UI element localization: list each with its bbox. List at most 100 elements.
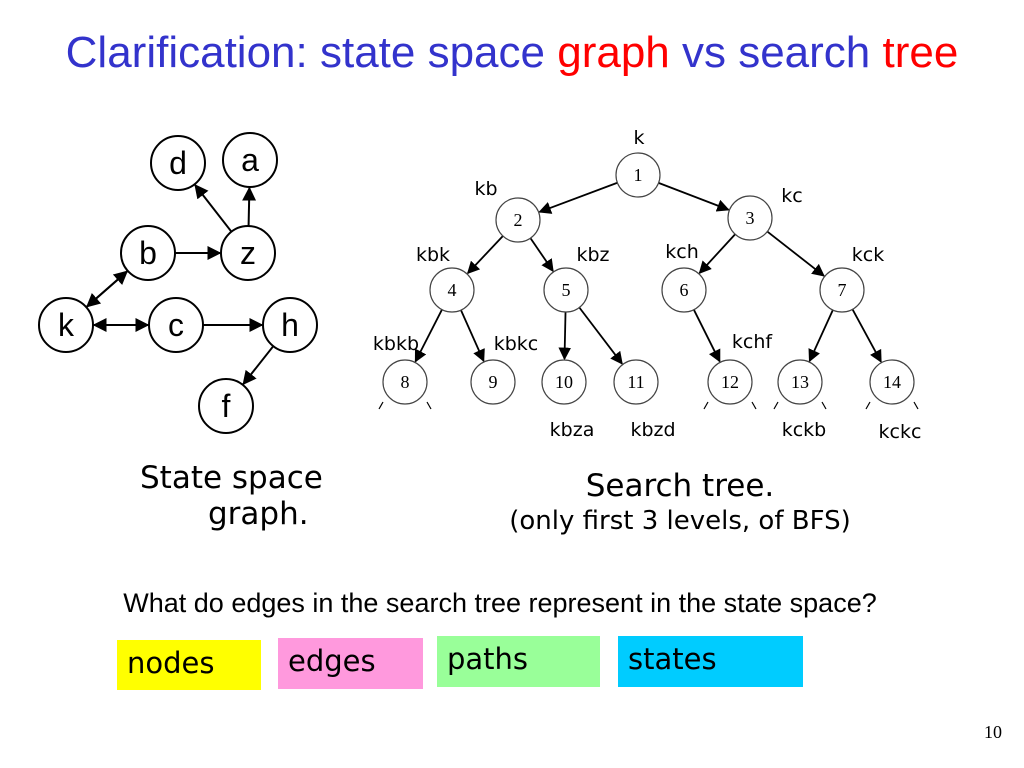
tree-node-path-label: kc — [781, 185, 802, 207]
tree-node-path-label: kck — [852, 244, 884, 266]
tree-node-9: 9 kbkc — [470, 333, 539, 405]
option-paths[interactable]: paths — [437, 636, 600, 687]
tree-edge-7-14 — [851, 308, 882, 363]
tree-node-path-label: kbz — [576, 244, 609, 266]
graph-caption: State space graph. — [140, 460, 323, 532]
graph-edge-h-f — [242, 345, 275, 386]
tree-node-number: 14 — [883, 372, 901, 392]
tree-edge-2-5 — [529, 237, 554, 273]
graph-node-label: z — [240, 235, 256, 271]
tree-edge-4-8 — [414, 309, 443, 363]
tree-node-circle — [429, 267, 475, 313]
graph-node-circle — [38, 297, 94, 353]
tree-node-8: 8 kbkb — [373, 333, 428, 405]
tree-node-path-label: kbkb — [373, 333, 419, 355]
graph-node-h: h — [262, 297, 318, 353]
graph-caption-line1: State space — [140, 460, 323, 496]
tree-node-path-label: kch — [665, 241, 699, 263]
tree-node-circle — [470, 359, 516, 405]
tree-edge-1-3 — [658, 182, 730, 212]
title-part-2: vs search — [669, 28, 883, 77]
option-states[interactable]: states — [618, 636, 803, 687]
graph-edge-k-b — [85, 270, 129, 308]
page-number: 10 — [984, 722, 1002, 742]
tree-stub — [378, 401, 384, 410]
option-nodes[interactable]: nodes — [117, 640, 261, 690]
state-space-graph: d a b z k c h f — [38, 132, 318, 434]
tree-node-path-label: kckb — [782, 419, 827, 441]
tree-node-path-label: kbza — [550, 419, 595, 441]
graph-node-c: c — [148, 297, 204, 353]
graph-node-label: c — [168, 307, 184, 343]
tree-node-path-label: kb — [474, 178, 497, 200]
tree-node-13: 13 kckb — [777, 359, 827, 441]
tree-node-circle — [382, 359, 428, 405]
tree-node-circle — [661, 267, 707, 313]
graph-node-label: a — [241, 142, 259, 178]
tree-edge-5-10 — [558, 311, 572, 361]
graph-node-d: d — [150, 135, 206, 191]
graph-node-circle — [222, 132, 278, 188]
tree-node-circle — [819, 267, 865, 313]
tree-node-number: 11 — [627, 372, 644, 392]
tree-stub — [865, 401, 871, 410]
tree-edge-1-2 — [538, 181, 618, 214]
graph-node-label: h — [281, 307, 299, 343]
tree-node-circle — [613, 359, 659, 405]
tree-node-path-label: kbkc — [494, 333, 539, 355]
tree-caption-line2: (only first 3 levels, of BFS) — [509, 506, 851, 536]
tree-node-6: 6 kch — [661, 241, 707, 313]
tree-stub — [426, 401, 432, 410]
title-part-tree: tree — [882, 28, 959, 77]
tree-caption: Search tree. (only first 3 levels, of BF… — [450, 468, 910, 536]
tree-node-circle — [615, 152, 661, 198]
graph-node-circle — [262, 297, 318, 353]
graph-node-b: b — [120, 225, 176, 281]
graph-node-circle — [120, 225, 176, 281]
graph-node-circle — [198, 378, 254, 434]
tree-edge-6-12 — [693, 309, 721, 363]
tree-node-number: 13 — [791, 372, 809, 392]
graph-node-circle — [148, 297, 204, 353]
tree-node-14: 14 kckc — [869, 359, 922, 443]
tree-edge-4-9 — [460, 309, 485, 363]
option-edges[interactable]: edges — [278, 638, 423, 689]
graph-node-k: k — [38, 297, 94, 353]
tree-node-number: 9 — [489, 372, 498, 392]
graph-edge-z-d — [194, 183, 233, 233]
tree-node-number: 8 — [401, 372, 410, 392]
tree-edge-2-4 — [466, 235, 504, 275]
tree-node-number: 5 — [562, 280, 571, 300]
graph-node-label: k — [58, 307, 75, 343]
tree-node-circle — [541, 359, 587, 405]
tree-node-circle — [707, 359, 753, 405]
graph-node-label: d — [169, 145, 187, 181]
title-part-1: Clarification: state space — [65, 28, 558, 77]
tree-node-3: 3kc — [727, 185, 803, 241]
tree-edge-3-6 — [698, 233, 736, 274]
tree-edge-5-11 — [578, 306, 623, 365]
graph-node-circle — [220, 225, 276, 281]
tree-node-circle — [543, 267, 589, 313]
tree-stub — [913, 401, 919, 410]
tree-node-2: 2 kb — [474, 178, 541, 243]
tree-node-path-label: kchf — [732, 331, 773, 353]
graph-node-label: f — [222, 388, 231, 424]
tree-node-number: 6 — [680, 280, 689, 300]
tree-node-circle — [727, 195, 773, 241]
graph-edge-z-a — [242, 186, 257, 227]
tree-stub — [821, 401, 827, 410]
tree-edge-3-7 — [766, 230, 825, 277]
tree-node-path-label: kckc — [879, 421, 922, 443]
tree-node-number: 2 — [514, 210, 523, 230]
tree-edge-7-13 — [808, 309, 834, 363]
tree-node-path-label: k — [633, 127, 644, 149]
title-part-graph: graph — [557, 28, 670, 77]
